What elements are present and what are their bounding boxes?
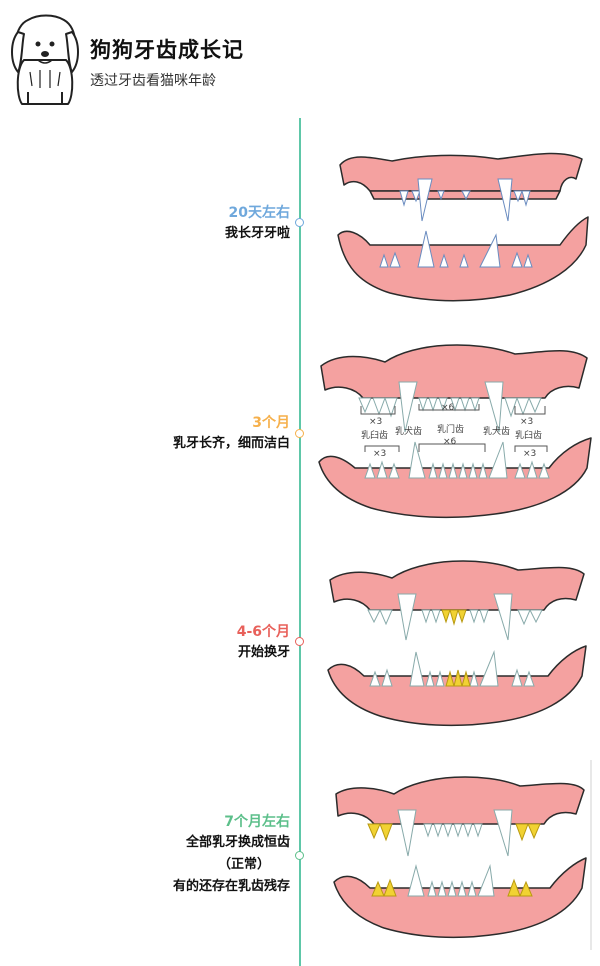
timeline-dot-1 xyxy=(295,218,304,227)
jaw-illustration-4-6-months xyxy=(322,552,590,730)
diagram-label: ×6 xyxy=(443,437,457,447)
diagram-label: ×3 xyxy=(523,449,536,459)
header: 狗狗牙齿成长记 透过牙齿看猫咪年龄 xyxy=(0,0,600,110)
timeline-dot-4 xyxy=(295,851,304,860)
page-title: 狗狗牙齿成长记 xyxy=(90,38,244,62)
page-subtitle: 透过牙齿看猫咪年龄 xyxy=(90,73,216,89)
diagram-label: 乳犬齿 xyxy=(395,425,422,437)
timeline-dot-3 xyxy=(295,637,304,646)
timeline-dot-2 xyxy=(295,429,304,438)
stage-desc: 开始换牙 xyxy=(237,645,290,660)
side-scroll-edge xyxy=(590,760,592,950)
stage-desc: 我长牙牙啦 xyxy=(224,226,290,241)
diagram-label: ×6 xyxy=(441,403,455,413)
jaw-illustration-7-months xyxy=(328,770,590,946)
stage-label-1: 20天左右 我长牙牙啦 xyxy=(225,203,290,245)
diagram-label: ×3 xyxy=(373,449,386,459)
diagram-label: 乳犬齿 xyxy=(483,425,510,437)
diagram-label: ×3 xyxy=(369,417,382,427)
diagram-label: 乳门齿 xyxy=(437,423,464,435)
stage-desc: 全部乳牙换成恒齿 xyxy=(185,835,290,850)
stage-title: 3个月 xyxy=(252,415,290,431)
jaw-illustration-20-days xyxy=(330,135,592,310)
stage-title: 20天左右 xyxy=(228,205,290,221)
stage-label-2: 3个月 乳牙长齐，细而洁白 xyxy=(173,413,290,455)
stage-label-4: 7个月左右 全部乳牙换成恒齿 （正常） 有的还存在乳齿残存 xyxy=(173,812,290,898)
stage-desc: 有的还存在乳齿残存 xyxy=(172,879,290,894)
diagram-label: 乳臼齿 xyxy=(361,429,388,441)
stage-title: 7个月左右 xyxy=(224,814,290,830)
stage-label-3: 4-6个月 开始换牙 xyxy=(237,622,290,664)
stage-desc: 乳牙长齐，细而洁白 xyxy=(172,436,290,451)
diagram-label: 乳臼齿 xyxy=(515,429,542,441)
jaw-illustration-3-months: ×3 ×6 ×3 乳门齿 乳臼齿 乳犬齿 乳犬齿 乳臼齿 ×3 ×6 ×3 xyxy=(315,332,595,520)
stage-desc: （正常） xyxy=(217,857,270,872)
stage-title: 4-6个月 xyxy=(236,624,290,640)
timeline-line xyxy=(299,118,301,966)
dog-logo-icon xyxy=(8,12,82,108)
diagram-label: ×3 xyxy=(520,417,533,427)
